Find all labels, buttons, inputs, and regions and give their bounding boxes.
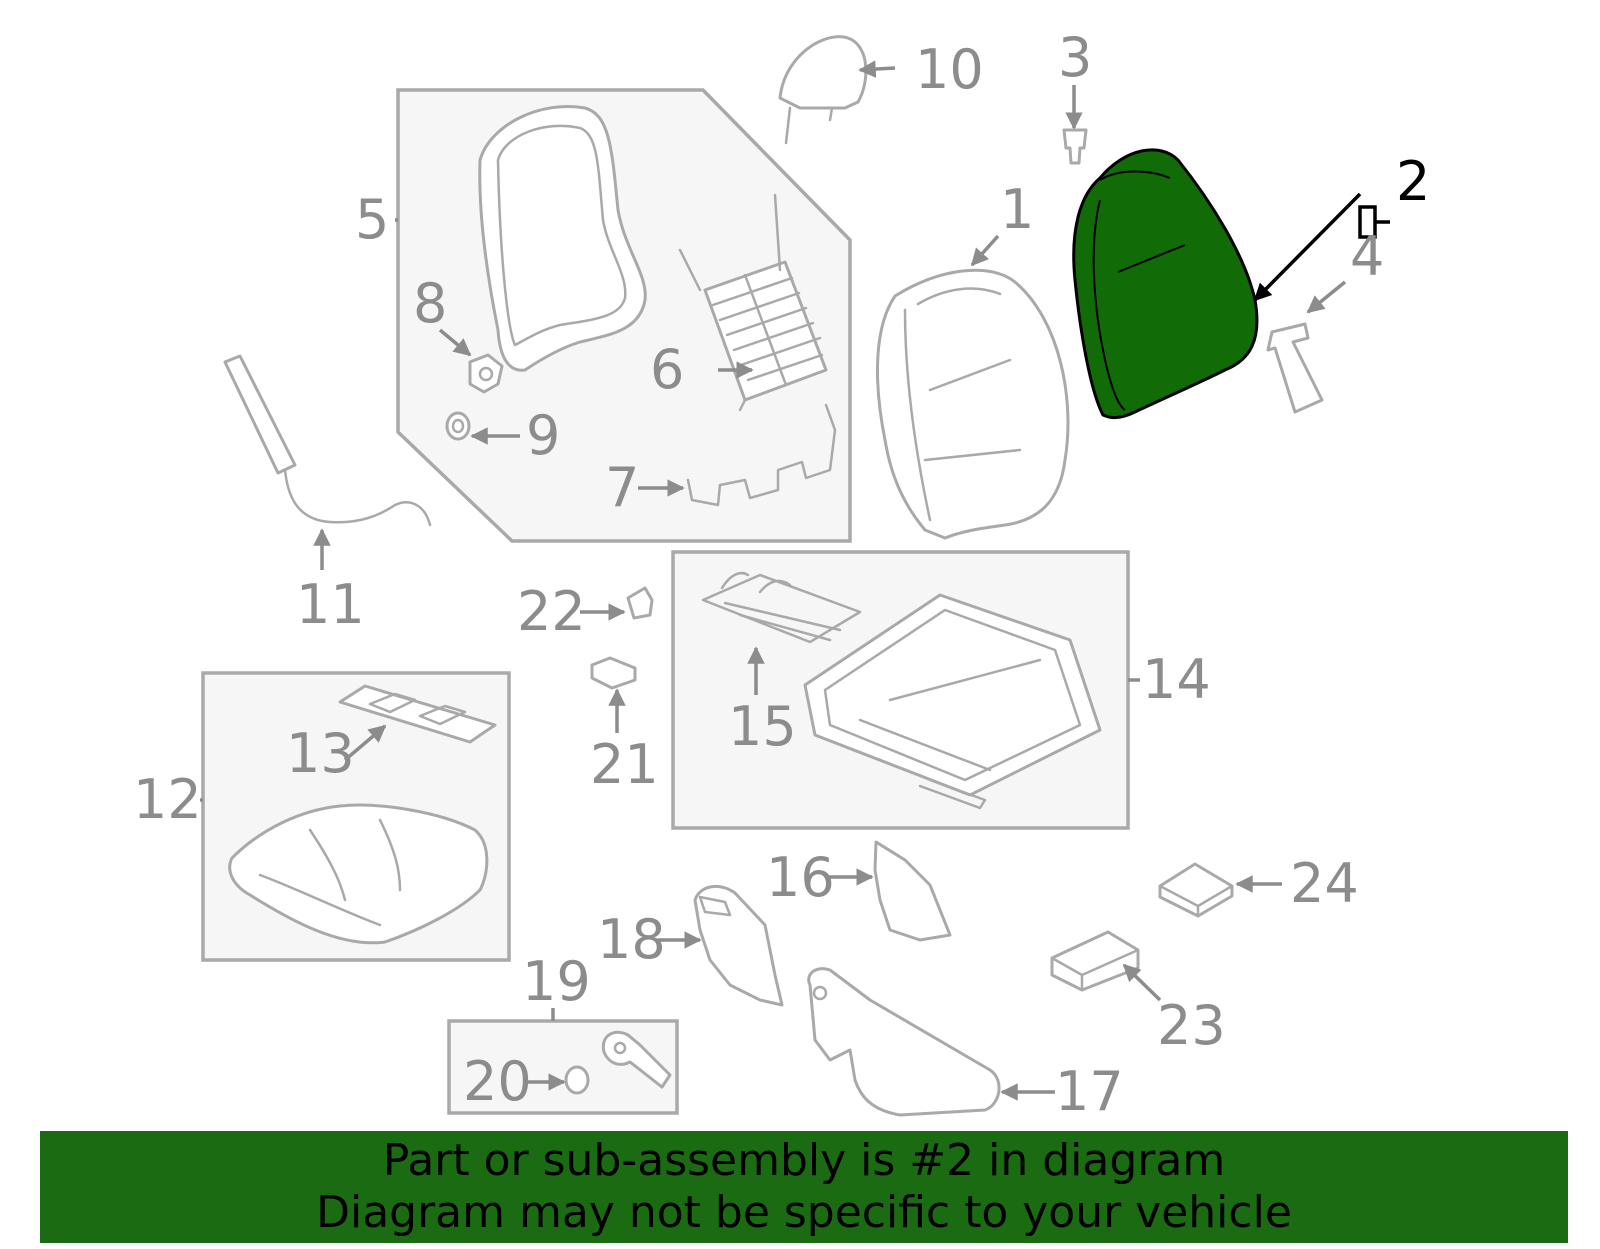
callout-10[interactable]: 10	[915, 38, 984, 101]
seat-back-cover-part[interactable]	[875, 268, 1070, 540]
callout-5[interactable]: 5	[355, 188, 389, 251]
callout-16[interactable]: 16	[766, 846, 835, 909]
callout-12[interactable]: 12	[133, 768, 202, 831]
callout-13[interactable]: 13	[286, 722, 355, 785]
callout-17[interactable]: 17	[1055, 1060, 1124, 1123]
clip-part-3[interactable]	[1062, 128, 1088, 165]
callout-20[interactable]: 20	[463, 1050, 532, 1113]
lever-part[interactable]	[601, 1030, 672, 1089]
seat-back-trim-highlighted[interactable]	[1072, 148, 1259, 420]
bushing-part[interactable]	[445, 411, 471, 441]
callout-2[interactable]: 2	[1396, 150, 1430, 213]
callout-8[interactable]: 8	[413, 272, 447, 335]
callout-7[interactable]: 7	[605, 456, 639, 519]
side-airbag-part[interactable]	[223, 354, 432, 527]
callout-3[interactable]: 3	[1058, 26, 1092, 89]
callout-4[interactable]: 4	[1350, 225, 1384, 288]
side-shield-part[interactable]	[807, 967, 1001, 1117]
lumbar-support-part[interactable]	[678, 193, 828, 412]
spring-wire-part[interactable]	[686, 403, 837, 507]
callout-15[interactable]: 15	[728, 695, 797, 758]
cap-plug-part[interactable]	[564, 1065, 590, 1095]
seat-track-frame-part[interactable]	[803, 593, 1102, 810]
recliner-knob-part[interactable]	[468, 353, 504, 394]
callout-14[interactable]: 14	[1142, 648, 1211, 711]
callout-19[interactable]: 19	[522, 950, 591, 1013]
headrest-part[interactable]	[778, 35, 868, 145]
bracket-part-4[interactable]	[1266, 322, 1324, 414]
parts-diagram: 10 3 1 2 4 5 8 6 9 7 11 22 21 15 14 13 1…	[133, 26, 1430, 1123]
callout-labels: 10 3 1 2 4 5 8 6 9 7 11 22 21 15 14 13 1…	[133, 26, 1430, 1123]
clip-part-21[interactable]	[590, 656, 637, 690]
seat-track-rail-part[interactable]	[701, 571, 862, 644]
leader-lines	[200, 60, 1390, 1101]
callout-11[interactable]: 11	[296, 573, 365, 636]
callout-9[interactable]: 9	[526, 404, 560, 467]
callout-6[interactable]: 6	[650, 338, 684, 401]
callout-1[interactable]: 1	[1000, 178, 1034, 241]
seat-back-frame-part[interactable]	[478, 105, 647, 372]
side-panel-part[interactable]	[693, 884, 784, 1007]
callout-24[interactable]: 24	[1290, 852, 1359, 915]
switch-module-part[interactable]	[1158, 862, 1234, 918]
callout-23[interactable]: 23	[1157, 994, 1226, 1057]
callout-18[interactable]: 18	[597, 908, 666, 971]
callout-22[interactable]: 22	[517, 580, 586, 643]
banner-line-part: Part or sub-assembly is #2 in diagram	[382, 1135, 1226, 1186]
clip-part-22[interactable]	[626, 586, 654, 620]
banner-line-disclaimer: Diagram may not be specific to your vehi…	[316, 1187, 1292, 1238]
control-module-part[interactable]	[1050, 930, 1140, 992]
sensor-mat-part[interactable]	[338, 684, 497, 744]
info-banner: Part or sub-assembly is #2 in diagram Di…	[40, 1131, 1568, 1243]
callout-21[interactable]: 21	[590, 733, 659, 796]
seat-cushion-part[interactable]	[228, 803, 489, 945]
side-cover-part-16[interactable]	[873, 840, 952, 942]
